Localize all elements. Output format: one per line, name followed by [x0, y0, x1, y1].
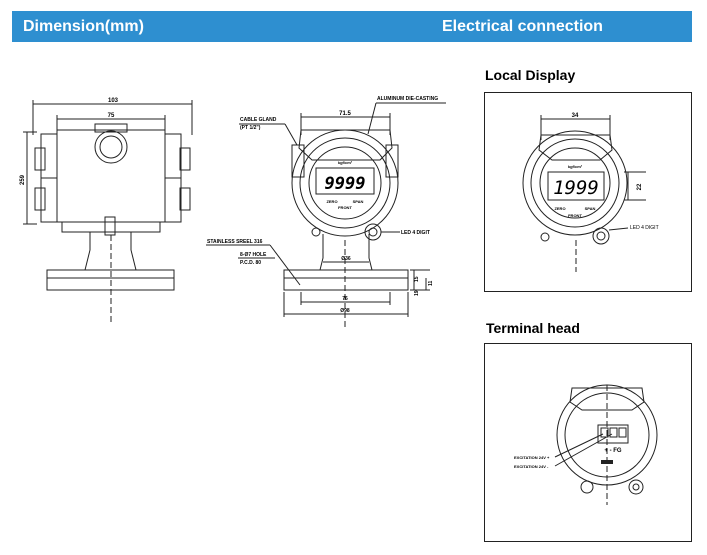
brand-label: FRONT: [338, 205, 352, 210]
display-unit: kgf/cm²: [338, 160, 353, 165]
local-display-title: Local Display: [485, 67, 576, 83]
ld-dim-width: 34: [572, 113, 579, 119]
label-pcd: P.C.D. 80: [240, 260, 261, 266]
display-value: 9999: [325, 174, 366, 194]
label-gland-2: (PT 1/2"): [240, 125, 261, 131]
dim-flange-t3: 19: [414, 290, 420, 296]
ld-display-unit: kgf/cm²: [568, 164, 583, 169]
label-steel: STAINLESS SREEL 316: [207, 239, 263, 245]
dim-flange-inner: 76: [342, 296, 348, 302]
dim-flange-outer: Ø98: [340, 308, 350, 314]
excitation-minus-label: EXCITATION 24V -: [514, 464, 549, 469]
terminal-head-title: Terminal head: [486, 320, 580, 336]
label-gland-1: CABLE GLAND: [240, 117, 277, 123]
zero-button: ZERO: [326, 199, 337, 204]
ld-label-led: LED 4 DIGIT: [630, 225, 659, 231]
excitation-plus-label: EXCITATION 24V +: [514, 455, 550, 460]
electrical-header: Electrical connection: [430, 11, 692, 42]
ld-span-button: SPAN: [585, 206, 596, 211]
dim-pipe: Ø36: [341, 256, 351, 262]
dimension-title: Dimension(mm): [23, 18, 144, 35]
terminal-labels: + - FG: [604, 448, 622, 454]
dim-flange-t1: 15: [414, 276, 420, 282]
dim-259: 259: [20, 174, 26, 185]
span-button: SPAN: [353, 199, 364, 204]
ld-display-value: 1999: [553, 177, 599, 199]
dim-flange-t2: 11: [428, 280, 434, 286]
ld-zero-button: ZERO: [554, 206, 565, 211]
ld-dim-height: 22: [637, 183, 643, 190]
label-hole: 8-Ø7 HOLE: [240, 252, 267, 258]
dimension-header: Dimension(mm): [12, 11, 430, 42]
dim-71-5: 71.5: [339, 111, 351, 117]
dim-103: 103: [108, 98, 119, 104]
terminal-head-box: [484, 343, 692, 542]
dim-75: 75: [108, 113, 115, 119]
label-led: LED 4 DIGIT: [401, 230, 430, 236]
label-aluminum: ALUMINUM DIE-CASTING: [377, 96, 438, 102]
electrical-title: Electrical connection: [442, 18, 603, 35]
ld-brand-label: FRONT: [568, 213, 582, 218]
